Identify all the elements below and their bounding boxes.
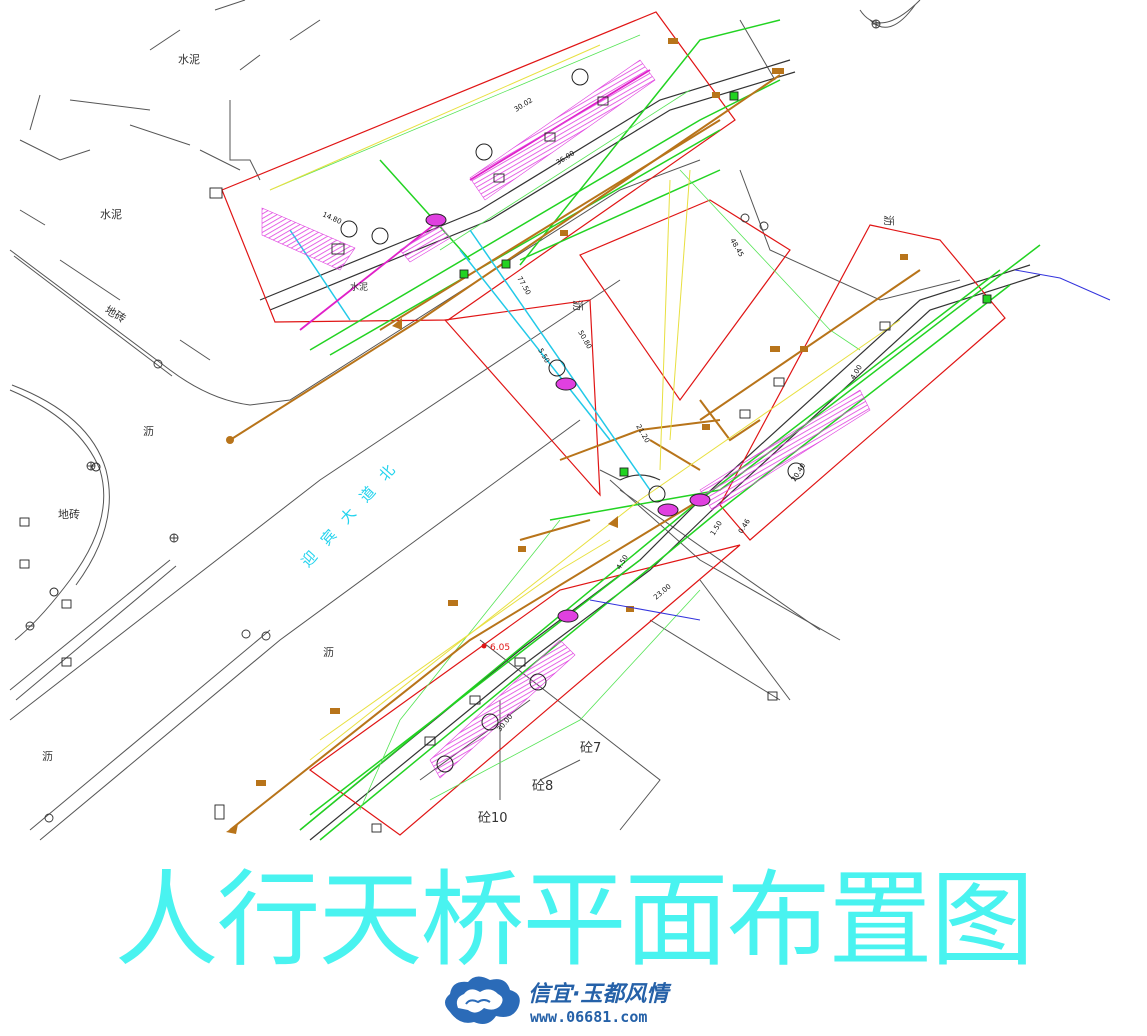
label-li: 沥 xyxy=(323,646,334,659)
stairs xyxy=(261,59,871,779)
dim-label: 36.00 xyxy=(555,149,576,166)
cloud-logo-icon xyxy=(445,976,520,1024)
drawing-title: 人行天桥平面布置图 xyxy=(114,859,1034,981)
box-symbols xyxy=(19,91,992,833)
dimension-labels: 14.80 30.02 36.00 77.50 5.50 50.80 21.20… xyxy=(321,96,864,733)
red-boundaries xyxy=(221,11,1006,836)
arrowheads xyxy=(226,318,618,834)
label-li: 沥 xyxy=(571,300,584,311)
cyan-lines xyxy=(289,229,651,491)
bridge-deck xyxy=(259,59,1041,841)
green-pipes xyxy=(299,19,1041,841)
elevation-point: 6.05 xyxy=(481,643,510,653)
label-shuini: 水泥 xyxy=(350,281,368,293)
dim-label: 0.46 xyxy=(737,517,752,535)
dim-label: 77.50 xyxy=(515,275,532,296)
lamp-symbols xyxy=(25,19,881,823)
label-building-8: 砼8 xyxy=(532,779,553,794)
dim-label: 50.80 xyxy=(576,329,593,350)
label-building-7: 砼7 xyxy=(580,741,601,756)
elevation-label: 6.05 xyxy=(490,643,510,653)
dim-label: 4.50 xyxy=(615,554,630,571)
watermark-site-name: 信宜·玉都风情 xyxy=(528,982,669,1007)
dim-label: 14.80 xyxy=(321,211,343,226)
dim-label: 20.40 xyxy=(790,462,807,483)
dim-label: 23.00 xyxy=(652,583,672,602)
label-li: 沥 xyxy=(143,425,154,438)
watermark: 信宜·玉都风情 www.06681.com xyxy=(440,968,730,1032)
orange-markers xyxy=(226,38,908,786)
orange-pipes xyxy=(229,74,921,831)
label-building-10: 砼10 xyxy=(478,811,508,826)
label-dizhuan: 地砖 xyxy=(58,507,80,521)
label-li: 沥 xyxy=(42,750,53,763)
columns xyxy=(49,68,805,773)
dim-label: 1.50 xyxy=(709,520,724,537)
label-shuini: 水泥 xyxy=(100,208,122,221)
road-name-label: 迎宾大道北 xyxy=(298,451,408,571)
dim-label: 30.02 xyxy=(513,96,534,113)
blue-lines xyxy=(589,269,1111,621)
thin-green-lines xyxy=(269,34,861,811)
plan-drawing: 14.80 30.02 36.00 77.50 5.50 50.80 21.20… xyxy=(9,0,1111,841)
dim-label: 48.45 xyxy=(728,237,745,258)
yellow-lines xyxy=(269,44,901,761)
label-li: 沥 xyxy=(882,215,895,226)
watermark-url: www.06681.com xyxy=(530,1008,648,1026)
label-shuini: 水泥 xyxy=(178,53,200,66)
dim-label: 21.20 xyxy=(634,423,651,444)
piers xyxy=(425,213,711,623)
